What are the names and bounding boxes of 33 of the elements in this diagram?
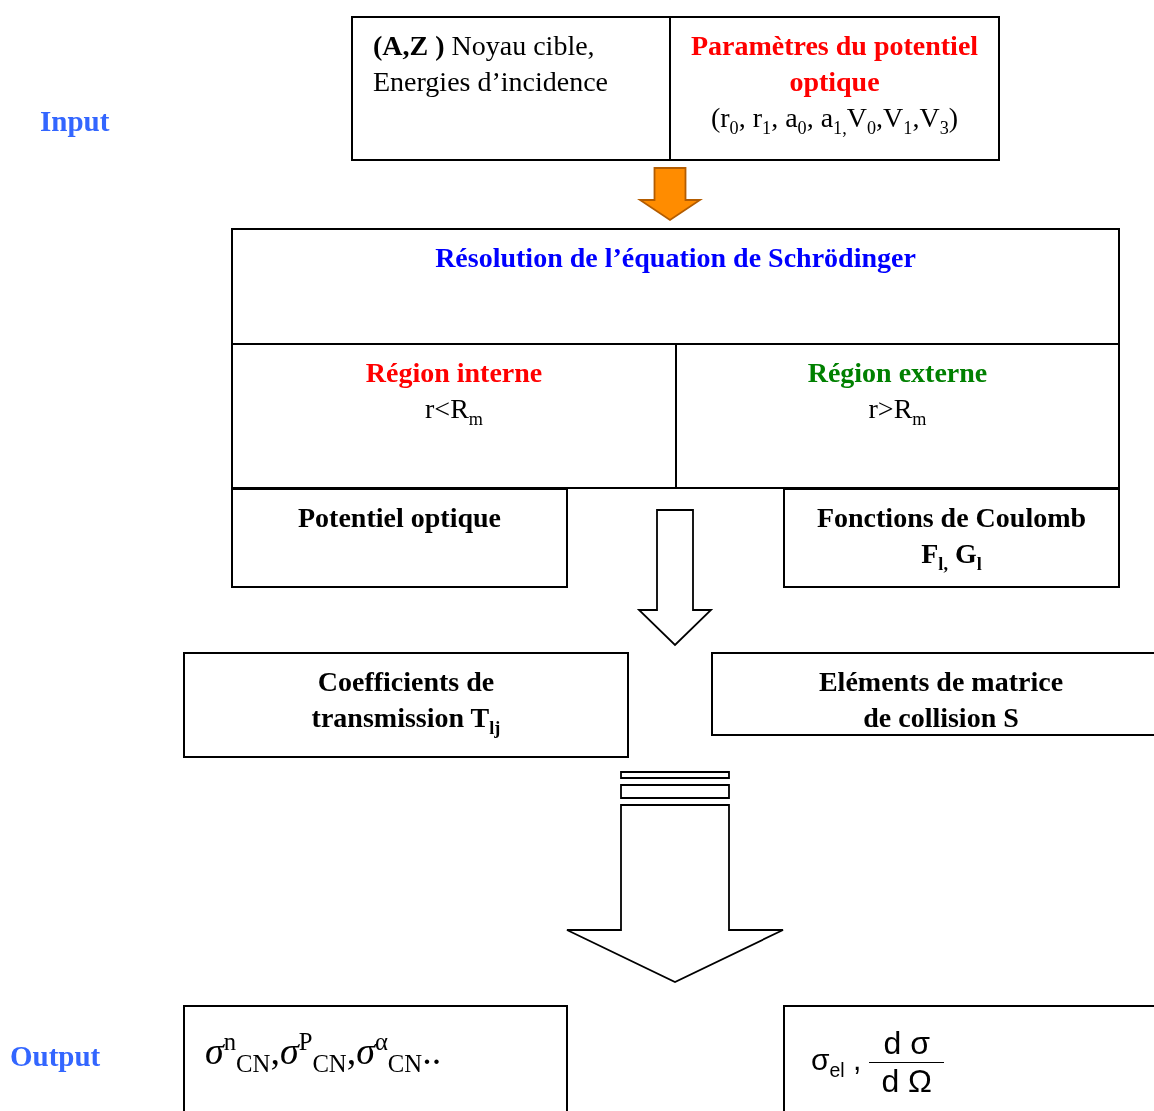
process-box xyxy=(183,652,629,758)
node-text: Potentiel optique xyxy=(297,501,502,535)
node-text: σ$^{n}$$_{CN}$,σ$^{P}$$_{CN}$,σ$^{α}$$_{CN}$.. xyxy=(204,1027,443,1080)
process-box xyxy=(675,343,1120,489)
node-text: Paramètres du potentiel optique xyxy=(689,29,980,99)
process-box xyxy=(783,488,1120,588)
node-text: (A,Z ) Noyau cible, Energies d’incidence xyxy=(372,29,610,99)
node-text: Région externe xyxy=(806,356,989,390)
node-subtext: F$_{l,}$ G$_{l}$ xyxy=(920,537,983,576)
block-arrow xyxy=(637,167,703,222)
process-box xyxy=(231,228,1120,345)
node-subtext: (r$_{0}$, r$_{1}$, a$_{0}$, a$_{1,}$V$_{0}$,V$_{1}$,V$_{3}$) xyxy=(709,101,960,140)
process-box xyxy=(711,652,1154,736)
node-text: Fonctions de Coulomb xyxy=(815,501,1088,535)
formula-box xyxy=(783,1005,1154,1111)
block-arrow xyxy=(566,771,784,983)
fraction-numerator: d σ xyxy=(869,1025,944,1063)
node-text: Résolution de l’équation de Schrödinger xyxy=(434,241,917,275)
block-arrow xyxy=(636,509,714,647)
node-subtext: r>R$_{m}$ xyxy=(867,392,928,431)
process-box xyxy=(231,343,677,489)
section-label: Output xyxy=(10,1040,101,1073)
process-box xyxy=(231,488,568,588)
process-box xyxy=(351,16,671,161)
node-text: Coefficients de transmission T$_{lj}$ xyxy=(310,665,502,740)
formula-text: σ$_{el}$ , xyxy=(811,1043,862,1082)
node-text: Région interne xyxy=(364,356,544,390)
fraction-denominator: d Ω xyxy=(880,1063,933,1100)
process-box xyxy=(183,1005,568,1111)
section-label: Input xyxy=(40,105,110,138)
node-text: Eléments de matrice de collision S xyxy=(817,665,1065,735)
process-box xyxy=(669,16,1000,161)
node-subtext: r<R$_{m}$ xyxy=(424,392,484,431)
